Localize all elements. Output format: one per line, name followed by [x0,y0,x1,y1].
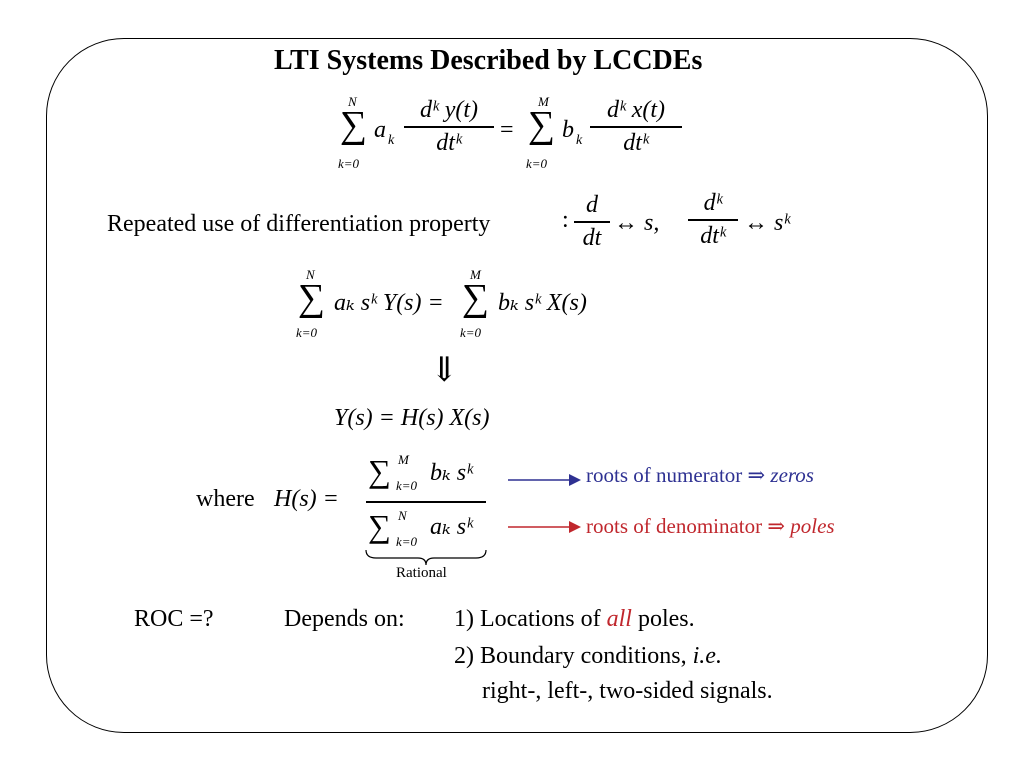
poles-word: poles [790,514,835,538]
sigma-symbol: ∑ [462,277,490,319]
item2-pre: 2) Boundary conditions, [454,643,687,669]
h-of-s-lhs: H(s) = [274,486,339,512]
item1-pre: 1) Locations of [454,606,601,632]
left-expression: aₖ sᵏ Y(s) = [334,290,444,316]
slide-frame [46,38,988,733]
fraction-num: dᵏ x(t) [606,97,666,123]
sum-lower: k=0 [526,156,548,171]
sum-upper-n: N [306,267,315,282]
sum-upper-m: M [470,267,481,282]
num-lower: k=0 [396,478,418,493]
fraction-bar [590,126,682,128]
fraction-bar [574,221,610,223]
fraction-num: dᵏ y(t) [419,97,479,123]
sigma-symbol: ∑ [368,453,391,489]
zeros-word: zeros [770,463,814,487]
implies-down-arrow-icon: ⇓ [430,352,459,389]
zeros-annotation: roots of numerator ⇒ zeros [586,463,814,488]
roc-label: ROC =? [134,606,214,632]
sigma-symbol: ∑ [298,277,326,319]
fraction-d-dt: d dt [574,192,610,252]
fraction-dy: dᵏ y(t) dtᵏ [404,97,494,157]
sum-lower: k=0 [460,325,482,340]
fraction-den: dtᵏ [436,129,462,156]
numerator-expression: bₖ sᵏ [430,460,473,486]
num-upper: M [398,452,409,467]
colon: : [562,207,569,233]
diff-property-text: Repeated use of differentiation property [107,211,491,237]
poles-text: roots of denominator ⇒ [586,514,785,538]
roc-item-2: 2) Boundary conditions, i.e. [454,643,722,670]
sum-lower: k=0 [338,156,360,171]
den-upper: N [398,508,407,523]
item1-emphasis: all [606,606,632,632]
roc-item-3: right-, left-, two-sided signals. [482,678,773,704]
coef-a-sub: k [388,133,395,148]
fraction-bar [688,219,738,221]
sum-upper-n: N [348,94,357,109]
item2-emphasis: i.e. [692,643,722,669]
mapping-s: ↔ s, [614,210,660,236]
fraction-bar [366,501,486,503]
sum-upper-m: M [538,94,549,109]
coef-b-sub: k [576,133,583,148]
where-word: where [196,486,255,512]
poles-annotation: roots of denominator ⇒ poles [586,514,835,539]
fraction-den: dtᵏ [623,129,649,156]
den-lower: k=0 [396,534,418,549]
fraction-den: dt [582,224,602,251]
fraction-dx: dᵏ x(t) dtᵏ [590,97,682,157]
fraction-dk-dtk: dᵏ dtᵏ [688,190,738,250]
equals-sign: = [500,117,514,143]
sigma-symbol: ∑ [340,104,368,146]
depends-on-label: Depends on: [284,606,405,632]
fraction-num: dᵏ [703,190,723,216]
coef-b: b [562,117,574,143]
mapping-sk: ↔ sᵏ [744,210,791,236]
transfer-relation: Y(s) = H(s) X(s) [334,405,490,431]
zeros-text: roots of numerator ⇒ [586,463,766,487]
right-expression: bₖ sᵏ X(s) [498,290,587,316]
fraction-den: dtᵏ [700,222,726,249]
sigma-symbol: ∑ [368,508,391,544]
coef-a: a [374,117,386,143]
fraction-num: d [586,192,598,218]
sigma-symbol: ∑ [528,104,556,146]
slide-title: LTI Systems Described by LCCDEs [274,45,703,76]
brace-label-rational: Rational [396,565,447,581]
sum-lower: k=0 [296,325,318,340]
denominator-expression: aₖ sᵏ [430,514,473,540]
item1-post: poles. [637,606,695,632]
fraction-bar [404,126,494,128]
roc-item-1: 1) Locations of all poles. [454,606,695,633]
